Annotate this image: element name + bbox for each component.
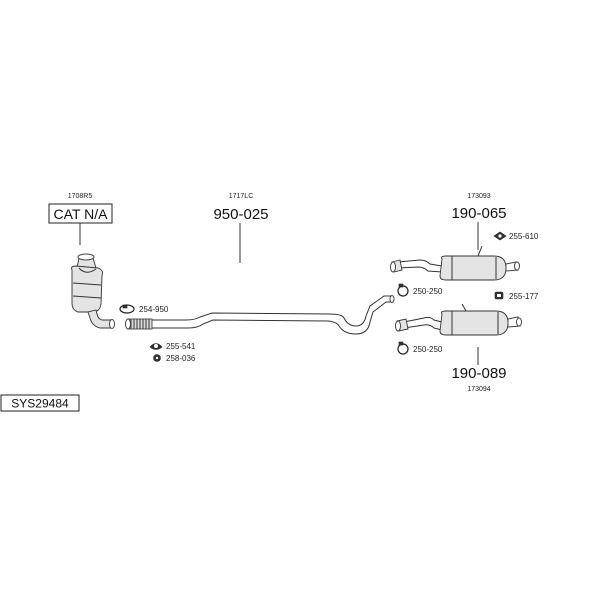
- system-code-box[interactable]: SYS29484: [0, 394, 80, 412]
- rear-lower-code: 173094: [467, 386, 490, 393]
- middle-pipe-drawing[interactable]: [125, 295, 395, 335]
- system-code: SYS29484: [11, 397, 69, 411]
- rear-upper-silencer-drawing[interactable]: [390, 245, 520, 281]
- rear-upper-part: 190-065: [451, 205, 506, 222]
- clamp-upper-code: 250-250: [413, 287, 443, 296]
- nut-icon-front[interactable]: [153, 354, 161, 362]
- catalyst-drawing[interactable]: [71, 253, 115, 329]
- ring-icon-front[interactable]: [149, 343, 163, 350]
- clamp-front-code: 254-950: [139, 305, 169, 314]
- catalyst-code: 1708R5: [68, 193, 93, 200]
- rear-lower-part: 190-089: [451, 365, 506, 382]
- mount-mid-code: 255-177: [509, 292, 539, 301]
- mount-icon-mid[interactable]: [494, 291, 504, 300]
- mount-icon-upper[interactable]: [493, 231, 507, 241]
- rear-upper-code: 173093: [467, 193, 490, 200]
- mount-upper-code: 255-610: [509, 232, 539, 241]
- middle-pipe-part: 950-025: [213, 206, 268, 223]
- rear-lower-silencer-drawing[interactable]: [395, 303, 522, 336]
- middle-pipe-code: 1717LC: [229, 193, 254, 200]
- catalyst-label-box[interactable]: CAT N/A: [48, 203, 113, 224]
- nut-front-code: 258-036: [166, 354, 196, 363]
- catalyst-label: CAT N/A: [54, 206, 109, 222]
- clamp-icon-front[interactable]: [119, 304, 135, 314]
- clamp-lower-code: 250-250: [413, 345, 443, 354]
- clamp-icon-upper[interactable]: [397, 283, 409, 297]
- clamp-icon-lower[interactable]: [397, 341, 409, 355]
- ring-front-code: 255-541: [166, 342, 196, 351]
